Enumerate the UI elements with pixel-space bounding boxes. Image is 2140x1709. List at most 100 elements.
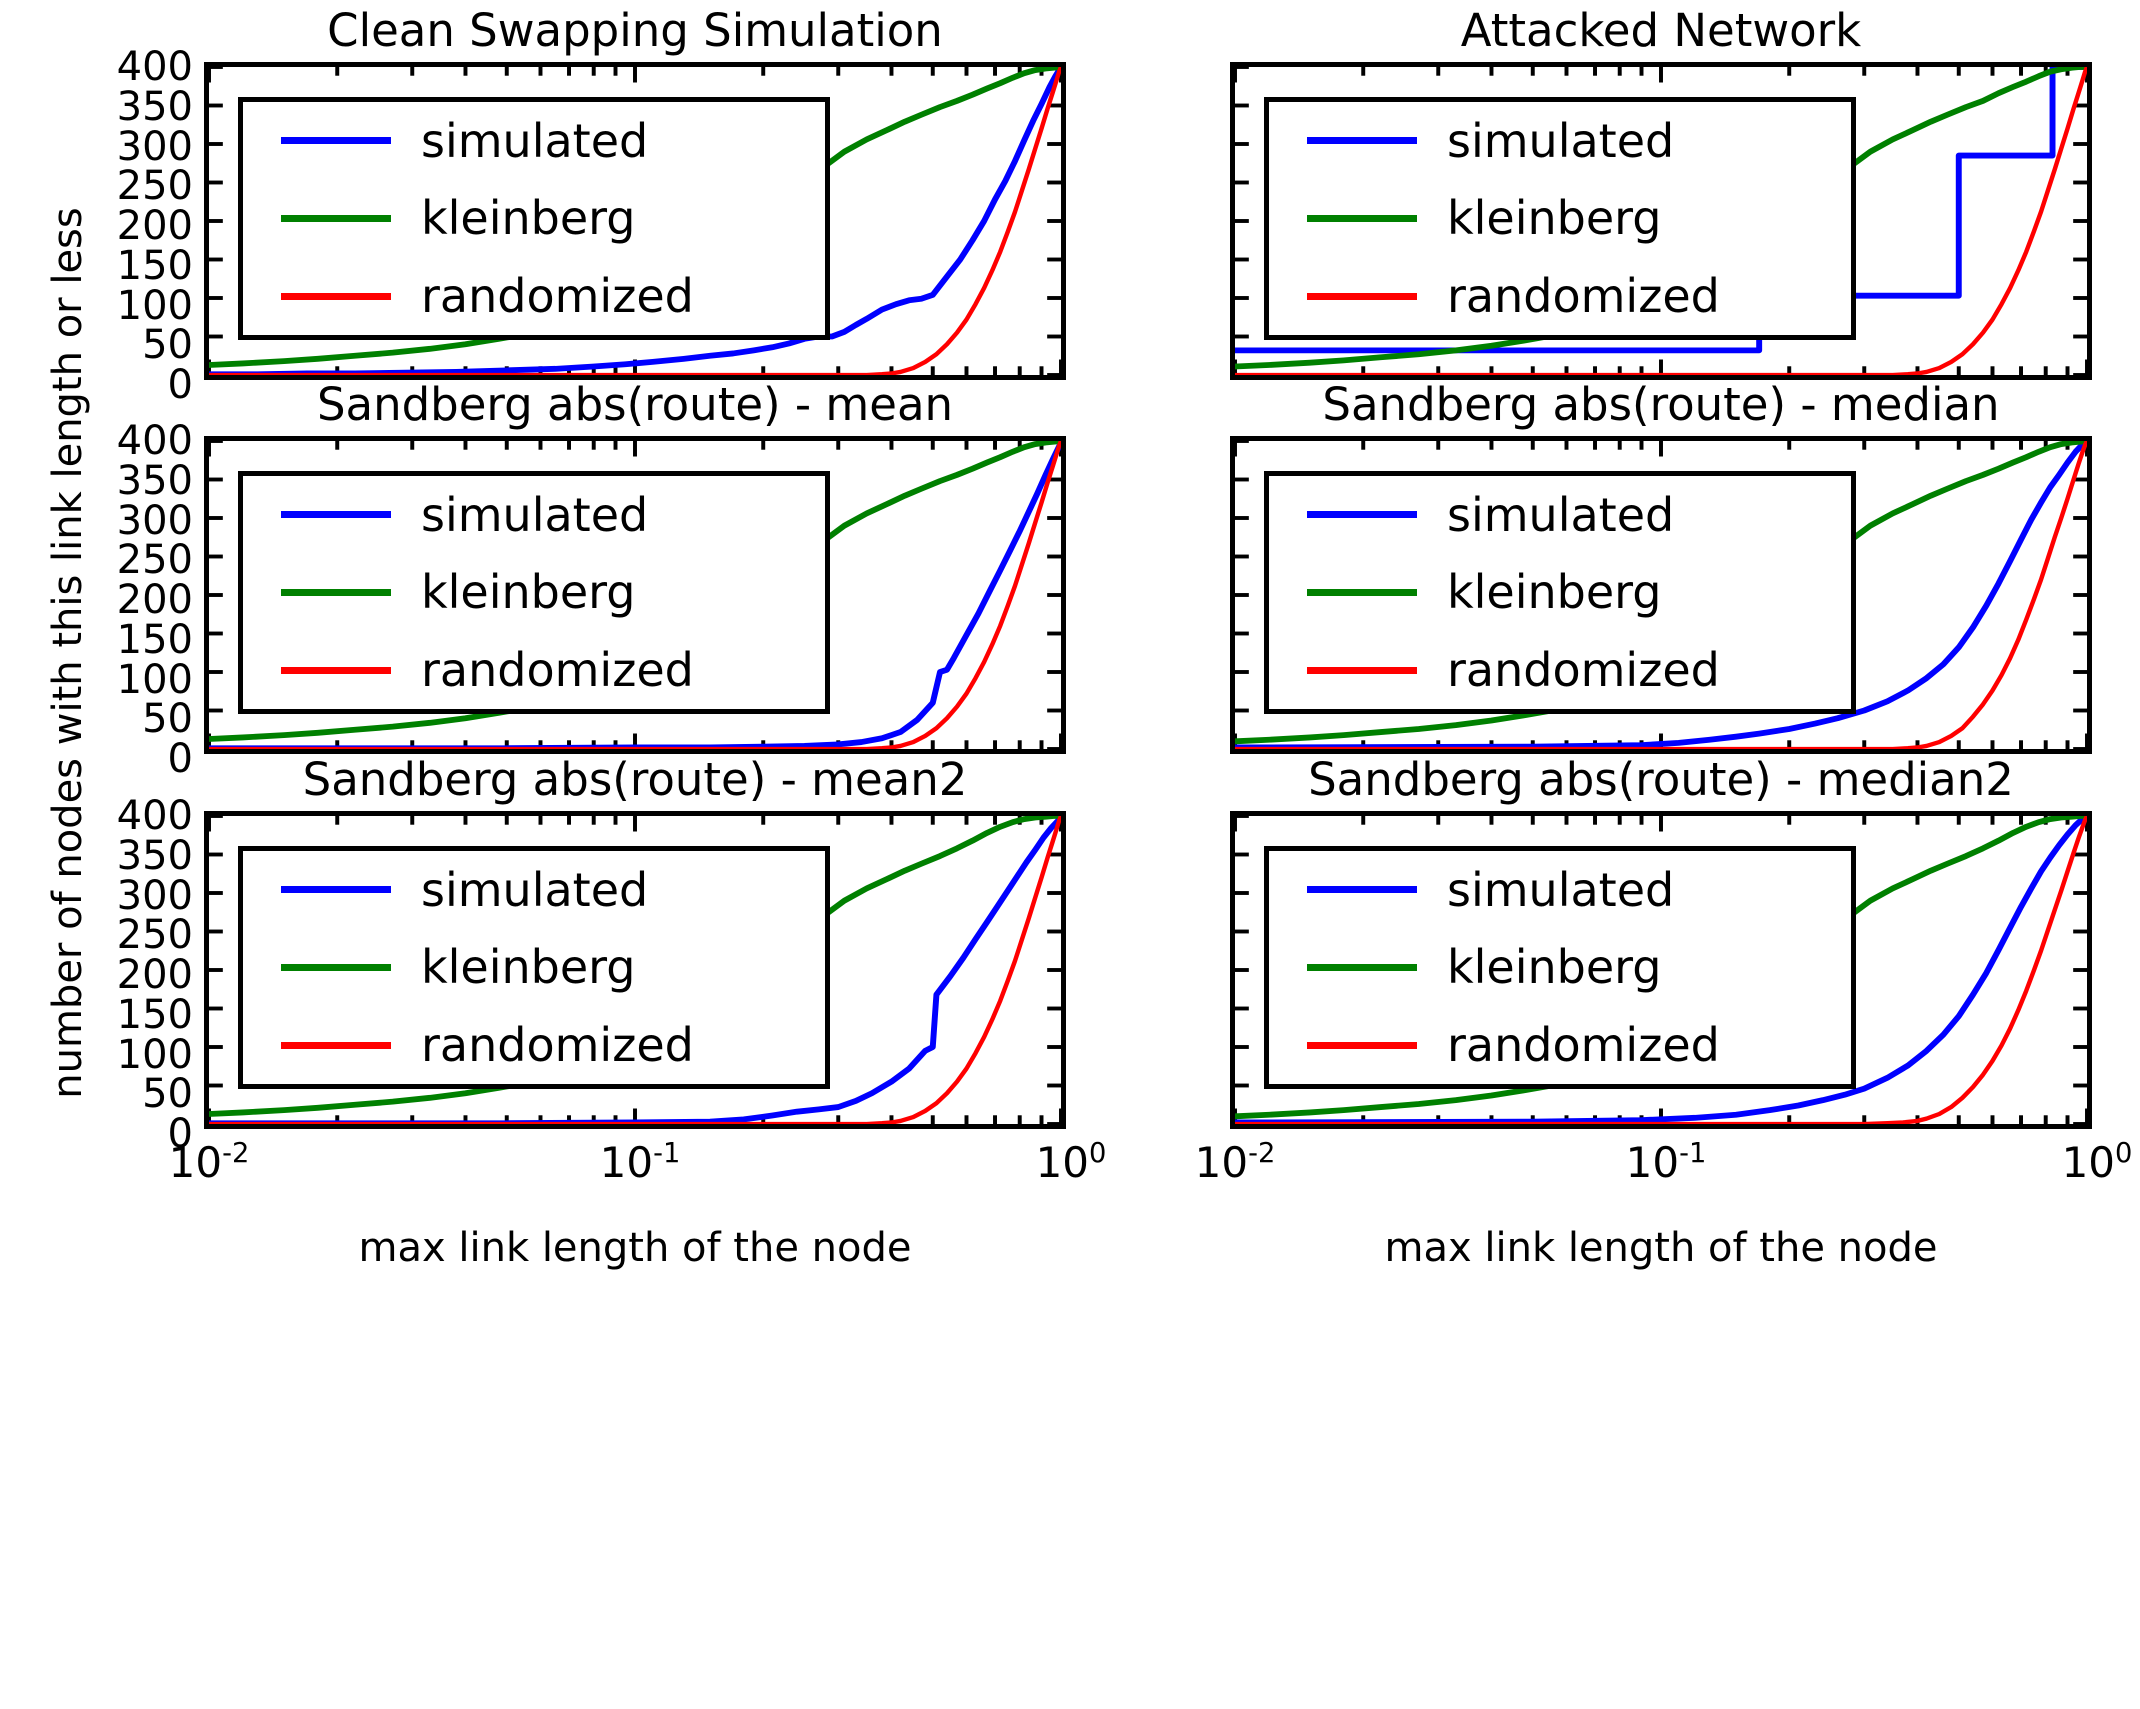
chart-panel-mid-right: Sandberg abs(route) - median simulated kle…	[1230, 378, 2092, 754]
legend-entry-randomized[interactable]: randomized	[243, 257, 825, 335]
legend-entry-simulated[interactable]: simulated	[1269, 851, 1851, 929]
legend-swatch-kleinberg-icon	[1307, 588, 1417, 596]
plot-area-top-right: simulated kleinberg randomized	[1230, 62, 2092, 380]
legend-label: kleinberg	[421, 191, 636, 246]
legend-entry-simulated[interactable]: simulated	[243, 102, 825, 180]
y-tick-label: 150	[116, 991, 193, 1038]
legend-label: randomized	[1447, 643, 1720, 698]
legend-entry-randomized[interactable]: randomized	[243, 1006, 825, 1084]
series-line-simulated	[1235, 441, 2087, 749]
legend-bottom-right[interactable]: simulated kleinberg randomized	[1264, 846, 1856, 1089]
legend-mid-right[interactable]: simulated kleinberg randomized	[1264, 471, 1856, 714]
legend-label: simulated	[1447, 487, 1675, 542]
legend-swatch-simulated-icon	[1307, 886, 1417, 894]
legend-swatch-kleinberg-icon	[281, 963, 391, 971]
y-tick-label: 0	[167, 1111, 193, 1157]
legend-entry-randomized[interactable]: randomized	[243, 631, 825, 709]
axis-ticks	[209, 816, 1061, 1124]
legend-label: simulated	[1447, 862, 1675, 917]
x-tick-mantissa: 10	[1035, 1138, 1090, 1187]
x-tick-exponent: 0	[1089, 1138, 1107, 1169]
series-line-randomized	[209, 816, 1061, 1124]
y-tick-label: 250	[116, 163, 193, 210]
legend-entry-randomized[interactable]: randomized	[1269, 1006, 1851, 1084]
legend-label: kleinberg	[1447, 191, 1662, 246]
legend-label: randomized	[421, 269, 694, 324]
series-line-randomized	[209, 67, 1061, 375]
y-tick-label: 250	[116, 537, 193, 584]
legend-entry-kleinberg[interactable]: kleinberg	[243, 180, 825, 258]
legend-swatch-kleinberg-icon	[281, 588, 391, 596]
legend-swatch-simulated-icon	[1307, 137, 1417, 145]
x-tick-exponent: -1	[1679, 1138, 1707, 1169]
figure-y-axis-label: number of nodes with this link length or…	[45, 207, 91, 1099]
panel-title-bottom-right: Sandberg abs(route) - median2	[1308, 753, 2014, 806]
x-tick-mantissa: 10	[599, 1138, 654, 1187]
legend-label: kleinberg	[1447, 565, 1662, 620]
legend-label: kleinberg	[1447, 940, 1662, 995]
y-tick-label: 300	[116, 497, 193, 544]
legend-label: randomized	[1447, 269, 1720, 324]
legend-swatch-randomized-icon	[1307, 666, 1417, 674]
legend-label: simulated	[421, 113, 649, 168]
x-tick-exponent: 0	[2115, 1138, 2133, 1169]
y-tick-label: 50	[142, 696, 193, 743]
y-tick-label: 50	[142, 1071, 193, 1118]
legend-entry-simulated[interactable]: simulated	[1269, 476, 1851, 554]
legend-entry-randomized[interactable]: randomized	[1269, 631, 1851, 709]
panel-title-bottom-left: Sandberg abs(route) - mean2	[302, 753, 968, 806]
plot-canvas-mid-right	[1235, 441, 2087, 749]
series-line-simulated	[209, 441, 1061, 749]
panel-title-mid-right: Sandberg abs(route) - median	[1322, 378, 2000, 431]
legend-entry-randomized[interactable]: randomized	[1269, 257, 1851, 335]
y-tick-label: 350	[116, 457, 193, 504]
series-line-randomized	[1235, 816, 2087, 1124]
x-tick-label: 10-2	[1195, 1138, 1276, 1187]
legend-swatch-randomized-icon	[281, 666, 391, 674]
legend-swatch-randomized-icon	[281, 1041, 391, 1049]
axis-ticks	[209, 67, 1061, 375]
y-tick-label: 100	[116, 1031, 193, 1078]
y-tick-label: 100	[116, 282, 193, 329]
axis-ticks	[209, 441, 1061, 749]
series-line-randomized	[209, 441, 1061, 749]
legend-entry-simulated[interactable]: simulated	[1269, 102, 1851, 180]
legend-entry-kleinberg[interactable]: kleinberg	[243, 554, 825, 632]
legend-swatch-randomized-icon	[1307, 292, 1417, 300]
legend-entry-simulated[interactable]: simulated	[243, 476, 825, 554]
plot-area-bottom-right: 10-2 10-1 100 simulated kleinberg randomized	[1195, 811, 2132, 1187]
legend-top-left[interactable]: simulated kleinberg randomized	[238, 97, 830, 340]
legend-entry-kleinberg[interactable]: kleinberg	[243, 929, 825, 1007]
panel-title-mid-left: Sandberg abs(route) - mean	[316, 378, 954, 431]
x-tick-label: 100	[2062, 1138, 2133, 1187]
legend-top-right[interactable]: simulated kleinberg randomized	[1264, 97, 1856, 340]
legend-label: simulated	[421, 487, 649, 542]
legend-entry-kleinberg[interactable]: kleinberg	[1269, 180, 1851, 258]
legend-entry-simulated[interactable]: simulated	[243, 851, 825, 929]
legend-swatch-kleinberg-icon	[1307, 963, 1417, 971]
legend-swatch-kleinberg-icon	[1307, 214, 1417, 222]
legend-swatch-randomized-icon	[1307, 1041, 1417, 1049]
y-tick-label: 0	[167, 362, 193, 408]
legend-entry-kleinberg[interactable]: kleinberg	[1269, 554, 1851, 632]
x-tick-label: 10-1	[1626, 1138, 1707, 1187]
x-tick-mantissa: 10	[168, 1138, 223, 1187]
x-tick-label: 10-2	[169, 1138, 250, 1187]
legend-swatch-simulated-icon	[281, 137, 391, 145]
legend-label: simulated	[1447, 113, 1675, 168]
panel-title-top-left: Clean Swapping Simulation	[327, 4, 943, 57]
legend-entry-kleinberg[interactable]: kleinberg	[1269, 929, 1851, 1007]
series-line-simulated	[209, 816, 1061, 1124]
x-tick-exponent: -2	[222, 1138, 250, 1169]
y-tick-label: 400	[116, 793, 193, 839]
x-tick-label: 10-1	[600, 1138, 681, 1187]
legend-swatch-simulated-icon	[281, 886, 391, 894]
series-line-simulated	[1235, 67, 2087, 354]
